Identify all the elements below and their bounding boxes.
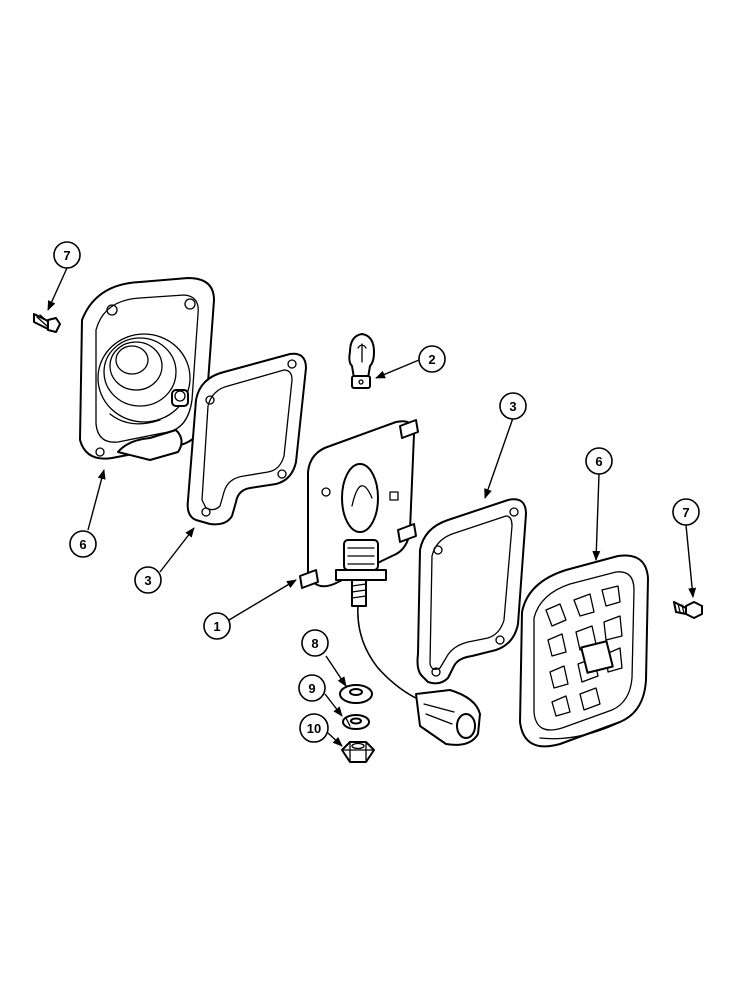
callout-label: 7 <box>63 248 70 263</box>
callout-label: 2 <box>428 352 435 367</box>
screw-left <box>33 313 61 333</box>
bulb <box>348 333 375 389</box>
callout-10: 10 <box>299 713 329 743</box>
right-gasket <box>416 498 527 685</box>
screw-right <box>673 601 703 619</box>
flat-washer <box>339 684 373 704</box>
callout-1: 1 <box>203 612 231 640</box>
rear-lamp-housing <box>79 277 215 461</box>
leader-lines <box>47 267 697 747</box>
front-lens <box>519 554 649 748</box>
callout-label: 6 <box>595 454 602 469</box>
callout-3-left: 3 <box>134 566 162 594</box>
callout-8: 8 <box>301 629 329 657</box>
callout-7-right: 7 <box>672 498 700 526</box>
callout-label: 8 <box>311 636 318 651</box>
callout-6-left: 6 <box>69 530 97 558</box>
callout-label: 3 <box>144 573 151 588</box>
left-gasket <box>186 352 307 526</box>
callout-9: 9 <box>298 674 326 702</box>
callout-2: 2 <box>418 345 446 373</box>
hex-nut <box>341 741 375 763</box>
callout-label: 9 <box>308 681 315 696</box>
callout-7-left: 7 <box>53 241 81 269</box>
callout-label: 7 <box>682 505 689 520</box>
base-plate-assembly <box>299 419 481 746</box>
callout-label: 1 <box>213 619 220 634</box>
callout-6-right: 6 <box>585 447 613 475</box>
callout-label: 10 <box>307 721 321 736</box>
callout-label: 3 <box>509 399 516 414</box>
callout-label: 6 <box>79 537 86 552</box>
lock-washer <box>342 714 370 730</box>
callout-3-right: 3 <box>499 392 527 420</box>
